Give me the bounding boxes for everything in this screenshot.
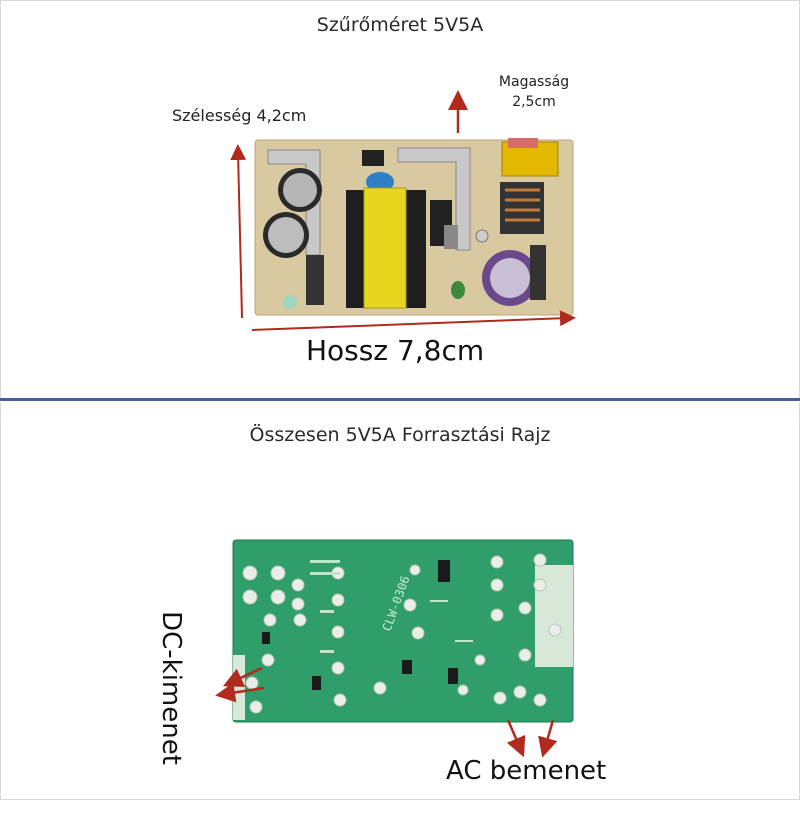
capacitor-left-top-cap xyxy=(283,173,317,207)
height-label-line1: Magasság xyxy=(498,74,570,90)
width-label: Szélesség 4,2cm xyxy=(172,106,307,125)
ac-input-label: AC bemenet xyxy=(446,756,607,786)
heatsink-middle xyxy=(397,147,471,251)
capacitor-purple-cap xyxy=(490,258,530,298)
smd-components xyxy=(262,560,458,690)
green-thermistor xyxy=(451,281,465,299)
transformer-yellow xyxy=(363,187,407,309)
output-diode xyxy=(306,255,324,305)
fuse-red xyxy=(508,138,538,148)
capacitor-left-bottom-cap xyxy=(268,217,304,253)
solder-pads xyxy=(242,553,562,714)
dc-output-arrow-2 xyxy=(215,682,265,703)
pcb-component-side xyxy=(254,138,574,316)
dc-output-arrow-1 xyxy=(222,666,263,687)
bridge-rectifier xyxy=(530,245,546,300)
output-edge xyxy=(233,655,245,720)
led-indicator xyxy=(283,295,297,309)
pcb-solder-side: CLW-0306 xyxy=(232,539,574,723)
length-arrow xyxy=(251,310,576,331)
ac-input-arrow-1 xyxy=(506,719,526,758)
ic-chip-top xyxy=(362,150,384,166)
height-label-line2: 2,5cm xyxy=(512,94,556,110)
length-label: Hossz 7,8cm xyxy=(306,334,485,367)
bottom-section-title: Összesen 5V5A Forrasztási Rajz xyxy=(249,424,551,446)
illustration-layer: CLW-0306 xyxy=(215,90,576,758)
blue-capacitor xyxy=(366,172,394,192)
width-arrow xyxy=(230,144,247,319)
heatsink-tab xyxy=(444,225,458,249)
top-section-title: Szűrőméret 5V5A xyxy=(316,14,484,36)
silkscreen-marks xyxy=(310,560,473,653)
height-label: Magasság 2,5cm xyxy=(484,72,584,112)
section-divider xyxy=(0,398,800,401)
screw-hole xyxy=(475,229,489,243)
ac-input-arrow-2 xyxy=(538,719,558,758)
